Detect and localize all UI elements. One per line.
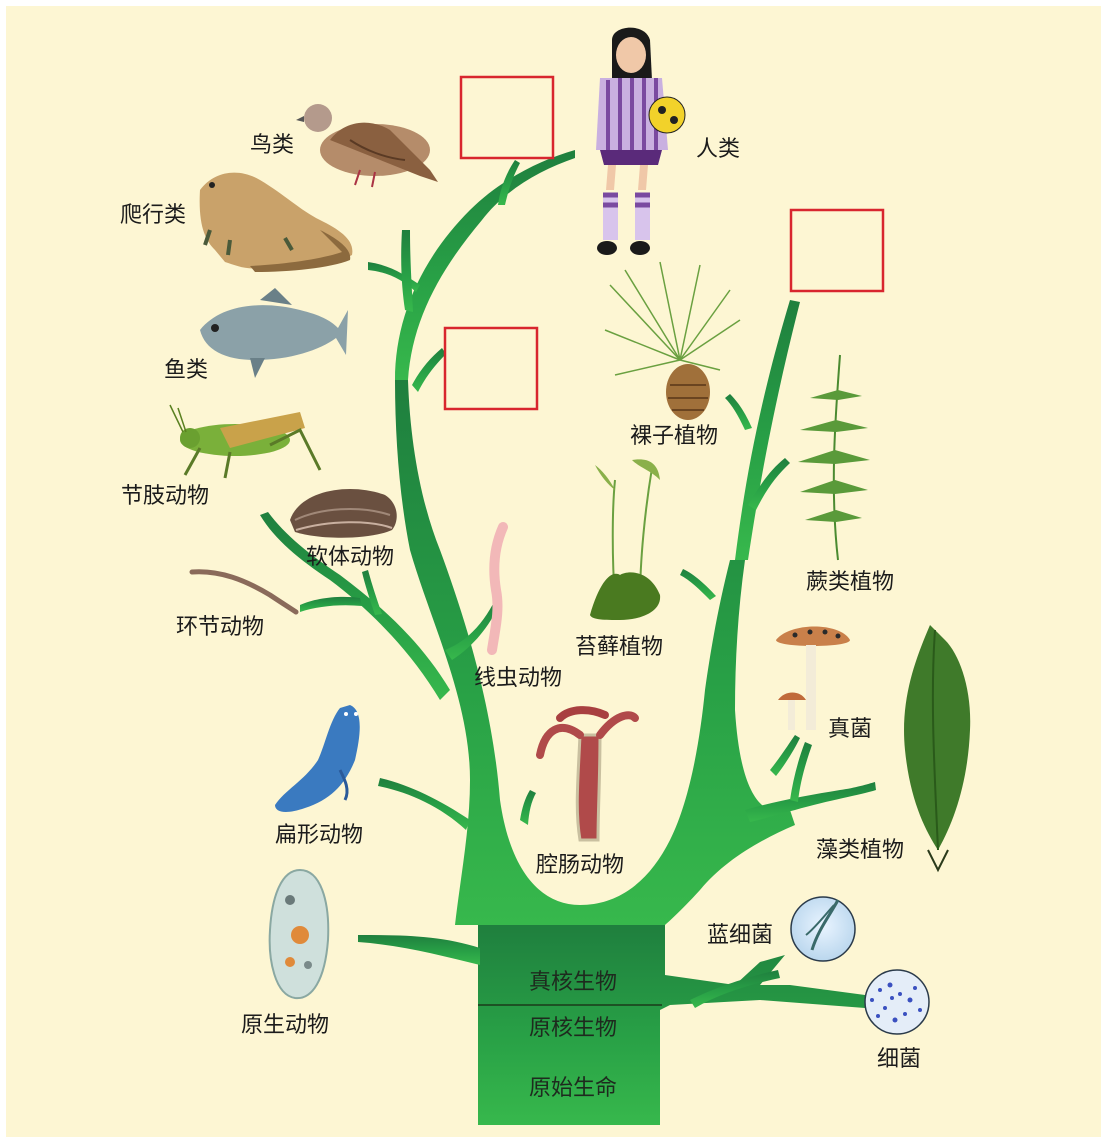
algae-illustration xyxy=(904,625,970,870)
trunk-label-prokaryote: 原核生物 xyxy=(529,1018,617,1040)
mollusk-illustration xyxy=(290,489,397,538)
label-bird: 鸟类 xyxy=(250,135,294,157)
coelenterate-illustration xyxy=(540,710,635,840)
answer-box-3[interactable] xyxy=(445,328,537,409)
human-illustration xyxy=(596,28,685,255)
label-bacteria: 细菌 xyxy=(877,1049,921,1071)
trunk-label-eukaryote: 真核生物 xyxy=(529,972,617,994)
label-coelenterate: 腔肠动物 xyxy=(536,855,624,877)
label-fish: 鱼类 xyxy=(164,360,208,382)
label-mollusk: 软体动物 xyxy=(306,547,394,569)
label-nematode: 线虫动物 xyxy=(474,668,562,690)
label-cyanobacteria: 蓝细菌 xyxy=(707,925,773,947)
label-fungi: 真菌 xyxy=(828,719,872,741)
bird-illustration xyxy=(296,104,438,187)
gymnosperm-illustration xyxy=(605,262,740,420)
label-reptile: 爬行类 xyxy=(120,205,186,227)
label-flatworm: 扁形动物 xyxy=(275,825,363,847)
answer-box-2[interactable] xyxy=(791,210,883,291)
bryophyte-illustration xyxy=(590,459,660,620)
protozoa-illustration xyxy=(270,870,329,998)
label-protozoa: 原生动物 xyxy=(241,1015,329,1037)
cyanobacteria-illustration xyxy=(791,897,855,961)
label-gymnosperm: 裸子植物 xyxy=(630,426,718,448)
flatworm-illustration xyxy=(275,705,360,812)
annelid-illustration xyxy=(192,572,296,612)
label-fern: 蕨类植物 xyxy=(806,572,894,594)
trunk-label-origin: 原始生命 xyxy=(529,1078,617,1100)
label-arthropod: 节肢动物 xyxy=(121,486,209,508)
bacteria-illustration xyxy=(865,970,929,1034)
fish-illustration xyxy=(200,288,348,378)
label-human: 人类 xyxy=(696,139,740,161)
nematode-illustration xyxy=(492,527,503,650)
reptile-illustration xyxy=(200,173,353,272)
answer-box-1[interactable] xyxy=(461,77,553,158)
fungi-illustration xyxy=(776,627,850,731)
grasshopper-illustration xyxy=(170,405,320,478)
label-algae: 藻类植物 xyxy=(816,840,904,862)
fern-illustration xyxy=(798,355,870,560)
label-bryophyte: 苔藓植物 xyxy=(575,637,663,659)
label-annelid: 环节动物 xyxy=(176,617,264,639)
